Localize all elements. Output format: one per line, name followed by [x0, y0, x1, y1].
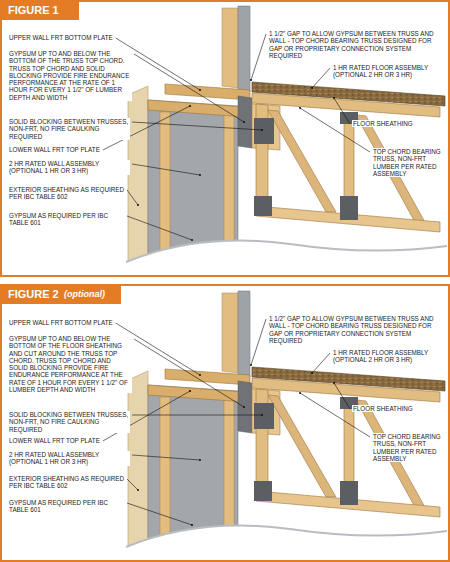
- callout-label: TOP CHORD BEARING TRUSS, NON-FRT LUMBER …: [372, 433, 446, 462]
- leader-dot: [243, 121, 245, 123]
- leader-dot: [199, 374, 201, 376]
- leader-line: [251, 34, 266, 80]
- leader-dot: [137, 204, 139, 206]
- leader-line: [132, 164, 200, 175]
- leader-dot: [243, 406, 245, 408]
- leader-dot: [250, 79, 252, 81]
- leader-line: [132, 122, 262, 130]
- callout-label: 1 HR RATED FLOOR ASSEMBLY (OPTIONAL 2 HR…: [332, 64, 446, 79]
- leader-line: [134, 54, 244, 122]
- leader-line: [312, 353, 330, 373]
- figure-heading: FIGURE 1: [8, 5, 59, 16]
- leader-dot: [311, 372, 313, 374]
- callout-label: TOP CHORD BEARING TRUSS, NON-FRT LUMBER …: [372, 148, 446, 177]
- leader-line: [334, 383, 350, 409]
- leader-dot: [299, 392, 301, 394]
- leader-line: [132, 455, 200, 460]
- leader-dot: [189, 390, 191, 392]
- callout-label: 1 1/2" GAP TO ALLOW GYPSUM BETWEEN TRUSS…: [268, 30, 445, 59]
- leader-dot: [191, 524, 193, 526]
- callout-label: 2 HR RATED WALL ASSEMBLY (OPTIONAL 1 HR …: [8, 160, 130, 175]
- leader-dot: [191, 239, 193, 241]
- leader-line: [127, 479, 138, 490]
- leader-dot: [299, 107, 301, 109]
- leader-line: [127, 503, 192, 525]
- leader-dot: [189, 105, 191, 107]
- leader-dot: [199, 459, 201, 461]
- leader-dot: [261, 129, 263, 131]
- leader-line: [312, 68, 330, 88]
- callout-label: FLOOR SHEATHING: [352, 120, 414, 127]
- callout-label: GYPSUM AS REQUIRED PER IBC TABLE 601: [8, 212, 125, 227]
- callout-label: 1 1/2" GAP TO ALLOW GYPSUM BETWEEN TRUSS…: [268, 315, 445, 344]
- callout-label: LOWER WALL FRT TOP PLATE: [8, 146, 101, 153]
- leader-dot: [333, 382, 335, 384]
- leader-dot: [261, 414, 263, 416]
- callout-label: 2 HR RATED WALL ASSEMBLY (OPTIONAL 1 HR …: [8, 451, 130, 466]
- leader-line: [127, 216, 192, 240]
- callout-label: UPPER WALL FRT BOTTOM PLATE: [8, 319, 114, 326]
- leader-line: [251, 319, 266, 365]
- callout-label: SOLID BLOCKING BETWEEN TRUSSES, NON-FRT,…: [8, 118, 130, 140]
- callout-label: GYPSUM UP TO AND BELOW THE BOTTOM OF THE…: [8, 335, 132, 393]
- leader-dot: [250, 364, 252, 366]
- leader-line: [300, 393, 370, 437]
- callout-label: GYPSUM UP TO AND BELOW THE BOTTOM OF THE…: [8, 50, 132, 101]
- callout-label: UPPER WALL FRT BOTTOM PLATE: [8, 34, 114, 41]
- leader-line: [127, 190, 138, 205]
- leader-line: [300, 108, 370, 152]
- callout-label: EXTERIOR SHEATHING AS REQUIRED PER IBC T…: [8, 186, 125, 201]
- callout-label: GYPSUM AS REQUIRED PER IBC TABLE 601: [8, 499, 125, 514]
- leader-dot: [333, 97, 335, 99]
- leader-line: [132, 415, 262, 416]
- callout-label: SOLID BLOCKING BETWEEN TRUSSES, NON-FRT,…: [8, 411, 130, 433]
- figure-heading: (optional): [64, 290, 105, 299]
- leader-dot: [199, 89, 201, 91]
- leader-line: [134, 339, 244, 407]
- callout-label: FLOOR SHEATHING: [352, 405, 414, 412]
- leader-dot: [199, 174, 201, 176]
- leader-dot: [311, 87, 313, 89]
- callout-label: LOWER WALL FRT TOP PLATE: [8, 437, 101, 444]
- callout-label: EXTERIOR SHEATHING AS REQUIRED PER IBC T…: [8, 475, 125, 490]
- leader-dot: [137, 489, 139, 491]
- figure-heading: FIGURE 2: [8, 289, 59, 300]
- callout-label: 1 HR RATED FLOOR ASSEMBLY (OPTIONAL 2 HR…: [332, 349, 446, 364]
- leader-line: [334, 98, 350, 124]
